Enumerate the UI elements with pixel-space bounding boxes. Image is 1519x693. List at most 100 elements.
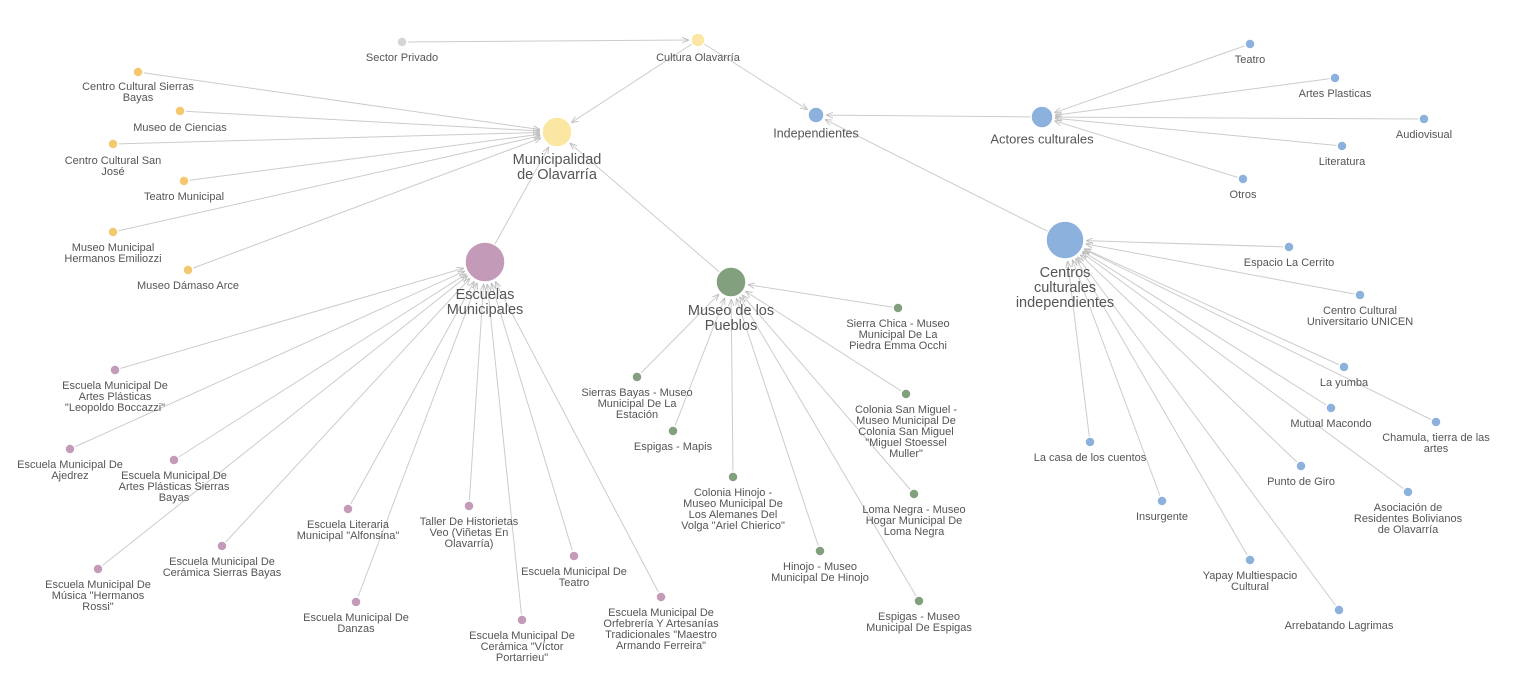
- edge-cultura-to-muni: [571, 39, 699, 123]
- node-e_lit[interactable]: [342, 503, 354, 515]
- node-mda[interactable]: [182, 264, 194, 276]
- node-e_dan[interactable]: [350, 596, 362, 608]
- edge-m_map-to-museos: [672, 298, 725, 432]
- node-c_yap[interactable]: [1244, 554, 1256, 566]
- edge-centros-to-indep: [825, 119, 1066, 241]
- node-label-c_yum: La yumba: [1320, 377, 1369, 389]
- edge-escuelas-to-muni: [484, 147, 549, 263]
- node-m_csm[interactable]: [900, 388, 912, 400]
- node-label-teatromun: Teatro Municipal: [144, 191, 224, 203]
- node-c_bol[interactable]: [1402, 486, 1414, 498]
- node-m_ch[interactable]: [727, 471, 739, 483]
- edge-c_cer-to-centros: [1086, 241, 1290, 248]
- node-c_cer[interactable]: [1283, 241, 1295, 253]
- edge-e_tea-to-escuelas: [491, 283, 575, 557]
- node-m_esp[interactable]: [913, 595, 925, 607]
- edge-m_ln-to-museos: [742, 295, 915, 495]
- node-c_cue[interactable]: [1084, 436, 1096, 448]
- node-label-a_tea: Teatro: [1235, 54, 1266, 66]
- node-c_unc[interactable]: [1354, 289, 1366, 301]
- edge-cultura-to-indep: [697, 39, 808, 110]
- node-c_cha[interactable]: [1430, 416, 1442, 428]
- node-a_otr[interactable]: [1237, 173, 1249, 185]
- edge-c_ins-to-centros: [1072, 260, 1163, 502]
- node-e_tea[interactable]: [568, 550, 580, 562]
- node-m_map[interactable]: [667, 425, 679, 437]
- node-a_tea[interactable]: [1244, 38, 1256, 50]
- node-e_apb[interactable]: [109, 364, 121, 376]
- node-c_mac[interactable]: [1325, 402, 1337, 414]
- edge-mhe-to-muni: [112, 136, 540, 233]
- node-actores[interactable]: [1030, 105, 1054, 129]
- edge-e_dan-to-escuelas: [355, 283, 477, 603]
- edge-c_arr-to-centros: [1077, 257, 1340, 611]
- node-e_orf[interactable]: [655, 591, 667, 603]
- node-e_mus[interactable]: [92, 563, 104, 575]
- node-e_apsb[interactable]: [168, 454, 180, 466]
- node-c_arr[interactable]: [1333, 604, 1345, 616]
- edge-e_apb-to-escuelas: [114, 268, 464, 371]
- node-label-c_gir: Punto de Giro: [1267, 476, 1335, 488]
- node-c_ins[interactable]: [1156, 495, 1168, 507]
- node-escuelas[interactable]: [464, 241, 506, 283]
- node-label-privado: Sector Privado: [366, 52, 438, 64]
- node-label-c_mac: Mutual Macondo: [1290, 418, 1371, 430]
- node-label-a_otr: Otros: [1230, 189, 1257, 201]
- node-m_hin[interactable]: [814, 545, 826, 557]
- node-ccsj[interactable]: [107, 138, 119, 150]
- edge-ccsj-to-muni: [112, 132, 540, 145]
- node-m_sch[interactable]: [892, 302, 904, 314]
- edge-e_apsb-to-escuelas: [173, 274, 466, 461]
- node-c_yum[interactable]: [1338, 361, 1350, 373]
- node-label-m_map: Espigas - Mapis: [634, 441, 713, 453]
- node-label-c_cer: Espacio La Cerrito: [1244, 257, 1335, 269]
- node-e_his[interactable]: [463, 500, 475, 512]
- node-a_apl[interactable]: [1329, 72, 1341, 84]
- edge-m_csm-to-museos: [745, 291, 907, 395]
- node-e_aje[interactable]: [64, 443, 76, 455]
- edge-c_gir-to-centros: [1080, 255, 1302, 467]
- edge-c_yap-to-centros: [1076, 258, 1251, 561]
- edge-c_mac-to-centros: [1083, 251, 1332, 409]
- node-indep[interactable]: [807, 106, 825, 124]
- node-e_cvp[interactable]: [516, 614, 528, 626]
- node-mhe[interactable]: [107, 226, 119, 238]
- node-e_csb[interactable]: [216, 540, 228, 552]
- node-mciencias[interactable]: [174, 105, 186, 117]
- node-muni[interactable]: [541, 116, 573, 148]
- node-centros[interactable]: [1045, 220, 1085, 260]
- edge-e_aje-to-escuelas: [69, 271, 465, 450]
- edge-privado-to-cultura: [401, 40, 689, 42]
- edge-layer: [69, 39, 1437, 621]
- node-m_sb[interactable]: [631, 371, 643, 383]
- node-ccsb[interactable]: [132, 66, 144, 78]
- node-museos[interactable]: [715, 266, 747, 298]
- node-label-indep: Independientes: [773, 126, 859, 140]
- node-privado[interactable]: [396, 36, 408, 48]
- node-label-mciencias: Museo de Ciencias: [133, 122, 227, 134]
- node-label-actores: Actores culturales: [990, 132, 1094, 147]
- node-cultura[interactable]: [690, 32, 706, 48]
- edge-e_csb-to-escuelas: [221, 278, 470, 547]
- node-a_lit[interactable]: [1336, 140, 1348, 152]
- node-c_gir[interactable]: [1295, 460, 1307, 472]
- node-m_ln[interactable]: [908, 488, 920, 500]
- node-teatromun[interactable]: [178, 175, 190, 187]
- node-label-mda: Museo Dámaso Arce: [137, 280, 239, 292]
- node-a_aud[interactable]: [1418, 113, 1430, 125]
